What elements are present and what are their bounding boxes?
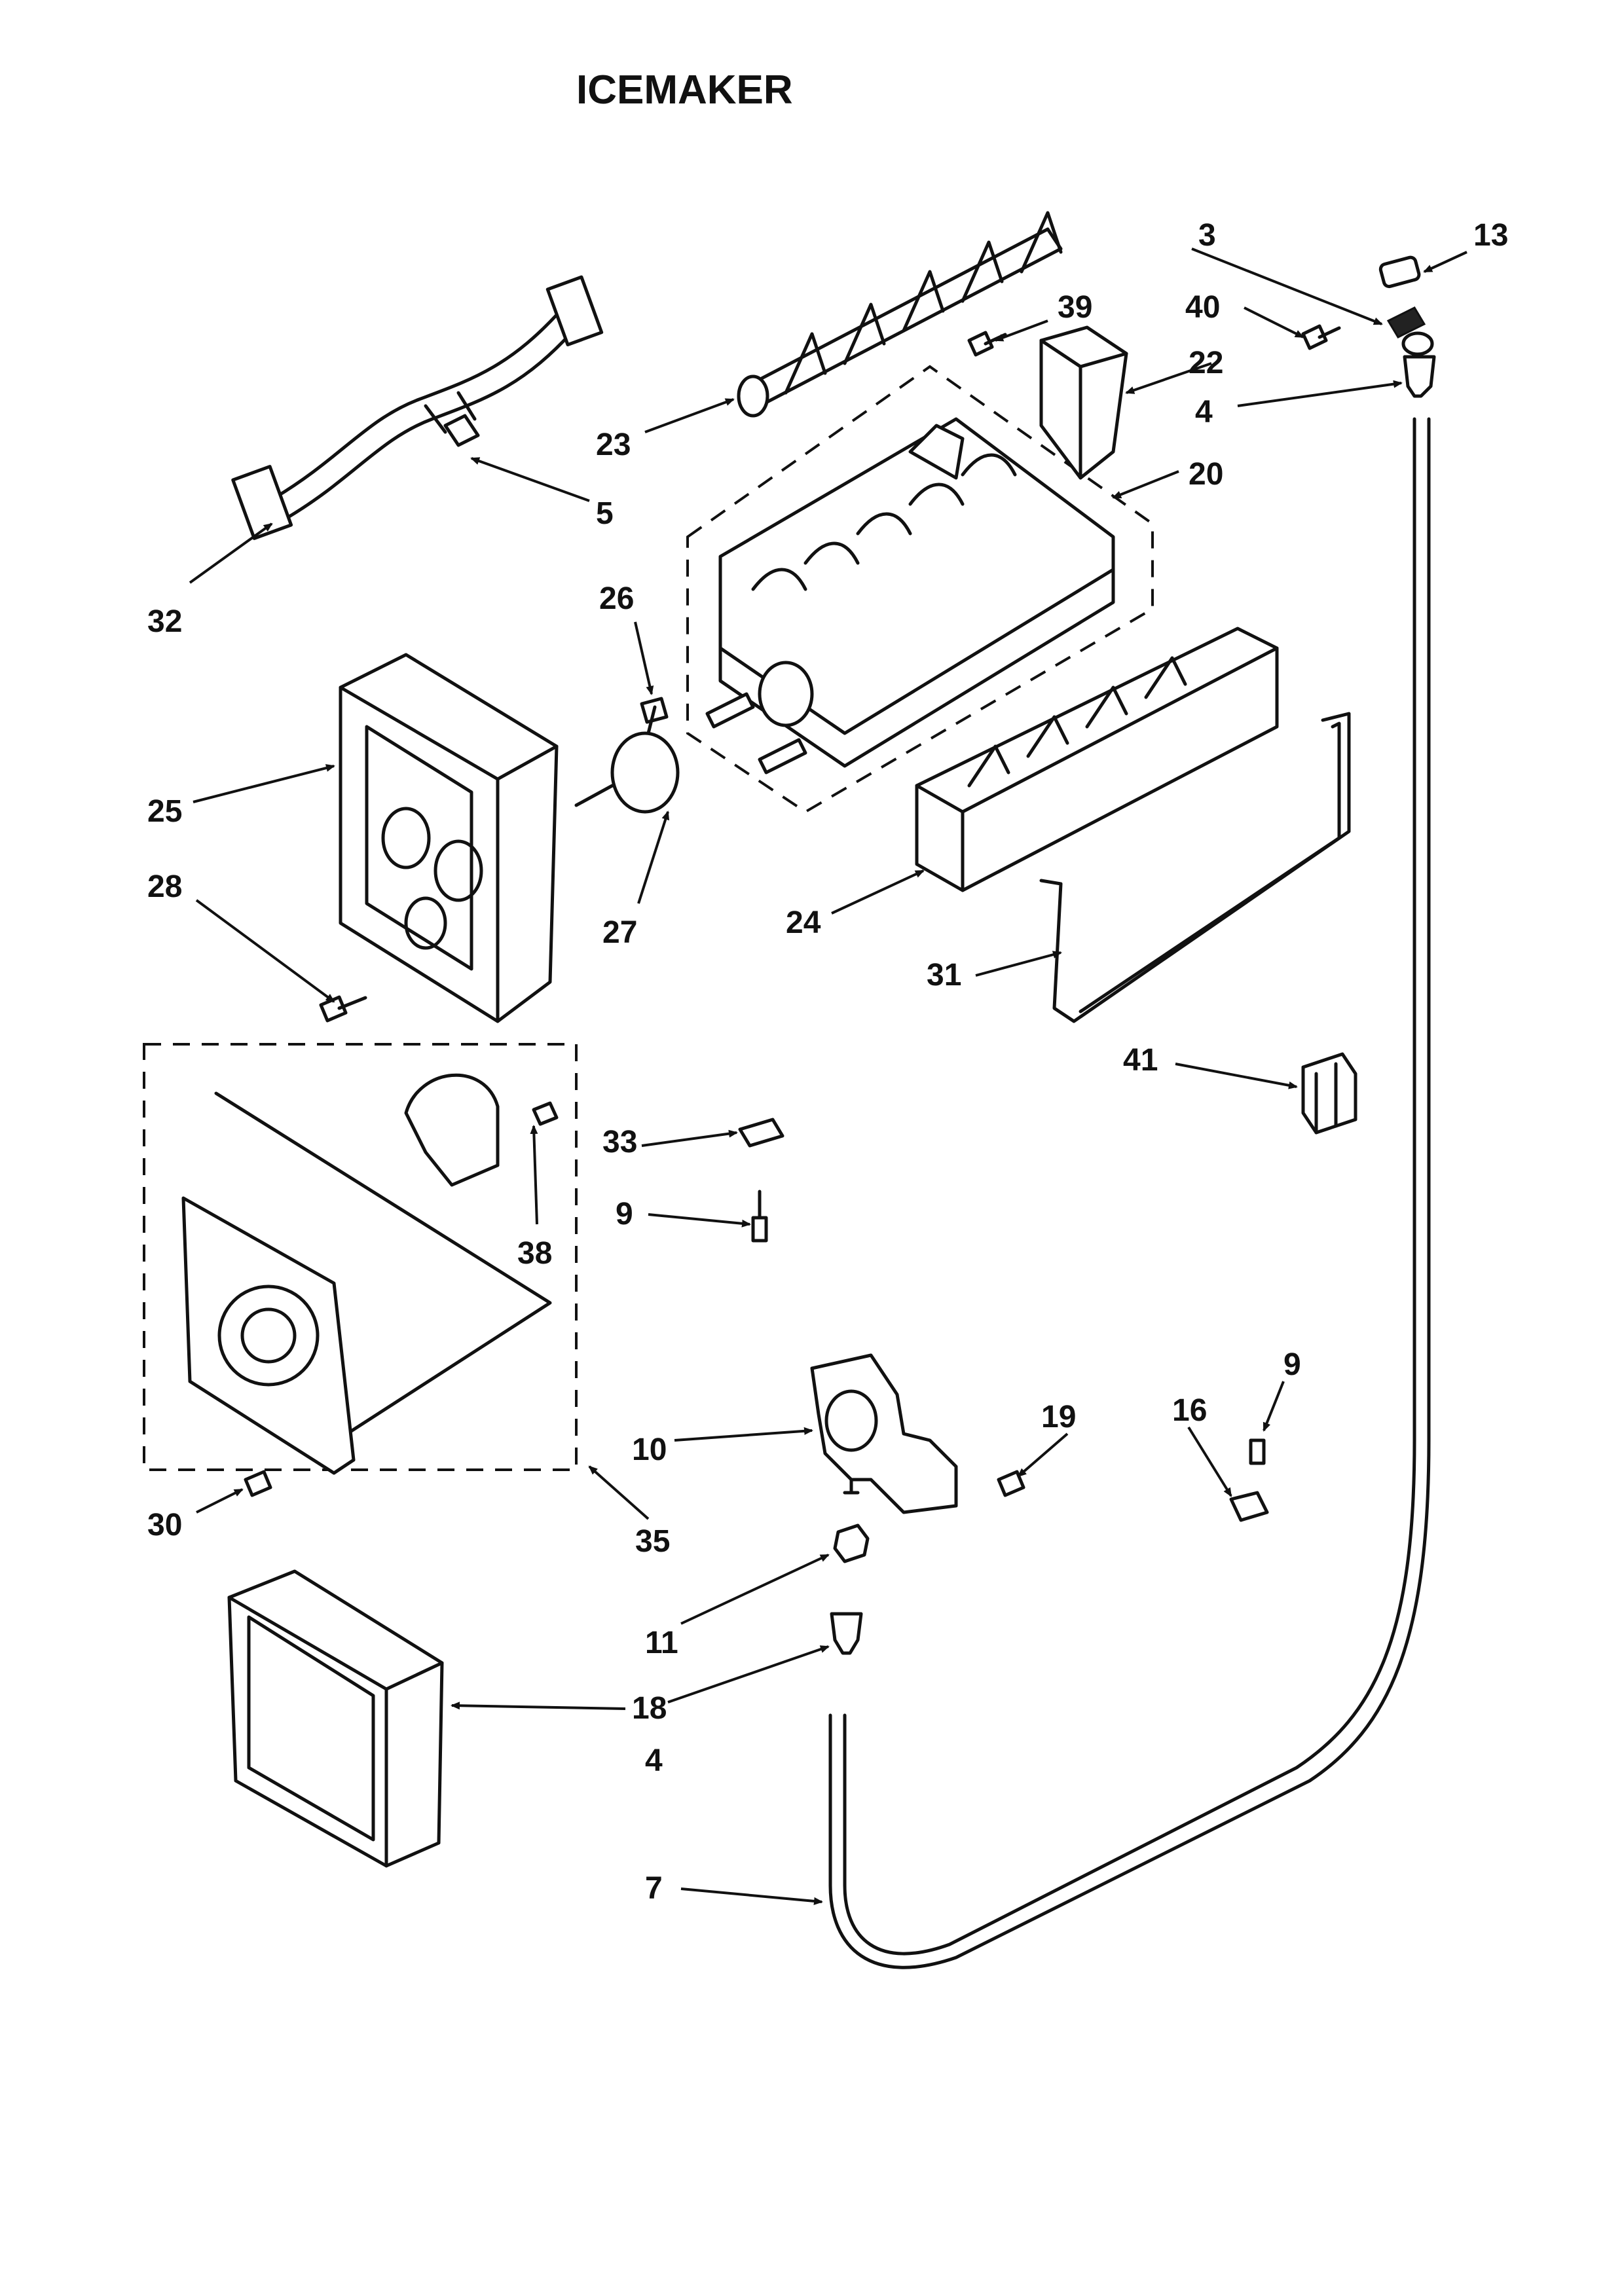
- part-28-screw: [319, 995, 367, 1023]
- callout-18: 18: [632, 1691, 667, 1726]
- part-38-screw: [532, 1101, 559, 1126]
- part-4-fitting-top: [1403, 355, 1436, 398]
- callout-22: 22: [1189, 346, 1223, 380]
- callout-32: 32: [147, 604, 182, 639]
- callout-31: 31: [927, 958, 961, 993]
- callout-40: 40: [1185, 290, 1220, 325]
- part-23-ejector: [737, 211, 1063, 418]
- callout-9-left: 9: [616, 1197, 633, 1231]
- callout-16: 16: [1172, 1393, 1207, 1428]
- part-31-shutoff-arm: [1039, 712, 1351, 1023]
- part-7-water-tube: [828, 417, 1431, 1969]
- callout-13: 13: [1473, 218, 1508, 253]
- callout-39: 39: [1058, 290, 1092, 325]
- callout-25: 25: [147, 794, 182, 829]
- part-19-screw: [997, 1470, 1025, 1497]
- part-9-screw-left: [751, 1190, 768, 1243]
- part-3-clamp: [1386, 306, 1434, 356]
- callout-9-right: 9: [1283, 1347, 1301, 1382]
- callout-28: 28: [147, 869, 182, 904]
- part-10-water-valve: [810, 1353, 958, 1514]
- callout-24: 24: [786, 905, 821, 940]
- part-25-housing: [339, 653, 559, 1023]
- leader-lines: [189, 247, 1467, 1905]
- part-9-screw-right: [1249, 1438, 1266, 1465]
- part-11-nut: [833, 1523, 870, 1563]
- callout-19: 19: [1041, 1400, 1076, 1434]
- part-13-bushing: [1378, 255, 1421, 289]
- callout-26: 26: [599, 581, 634, 616]
- part-16-clamp: [1229, 1491, 1269, 1522]
- callout-20: 20: [1189, 457, 1223, 492]
- part-4-fitting-bottom: [830, 1612, 863, 1655]
- callout-7: 7: [645, 1871, 663, 1906]
- callout-11: 11: [645, 1626, 678, 1660]
- part-22-mounting-bracket: [1039, 325, 1128, 480]
- diagram-title: ICEMAKER: [576, 67, 793, 113]
- callout-41: 41: [1123, 1043, 1158, 1078]
- callout-38: 38: [517, 1236, 552, 1271]
- callout-30: 30: [147, 1508, 182, 1542]
- callout-3: 3: [1198, 218, 1216, 253]
- callout-27: 27: [602, 915, 637, 950]
- part-27-thermostat: [574, 705, 680, 814]
- part-20-ice-mold: [686, 365, 1154, 814]
- part-18-cover: [227, 1569, 444, 1868]
- callout-33: 33: [602, 1125, 637, 1159]
- callout-10: 10: [632, 1432, 667, 1467]
- part-41-clip: [1301, 1052, 1357, 1135]
- part-33-clip: [738, 1118, 784, 1148]
- callout-5: 5: [596, 496, 614, 531]
- callout-35: 35: [635, 1524, 670, 1559]
- part-30-screw: [244, 1470, 272, 1497]
- callout-4-top: 4: [1195, 395, 1213, 429]
- part-35-module-assembly: [143, 1043, 578, 1475]
- part-39-screw: [967, 331, 1007, 357]
- callout-4-bottom: 4: [645, 1743, 663, 1778]
- part-24-stripper: [915, 627, 1279, 892]
- callout-labels: 3 13 39 40 22 23 4 20 5 32 26 25 28 27 2…: [147, 218, 1508, 1906]
- callout-23: 23: [596, 428, 631, 462]
- part-40-screw: [1301, 324, 1341, 350]
- part-5-clip: [443, 414, 480, 447]
- part-32-wire-harness: [231, 275, 604, 540]
